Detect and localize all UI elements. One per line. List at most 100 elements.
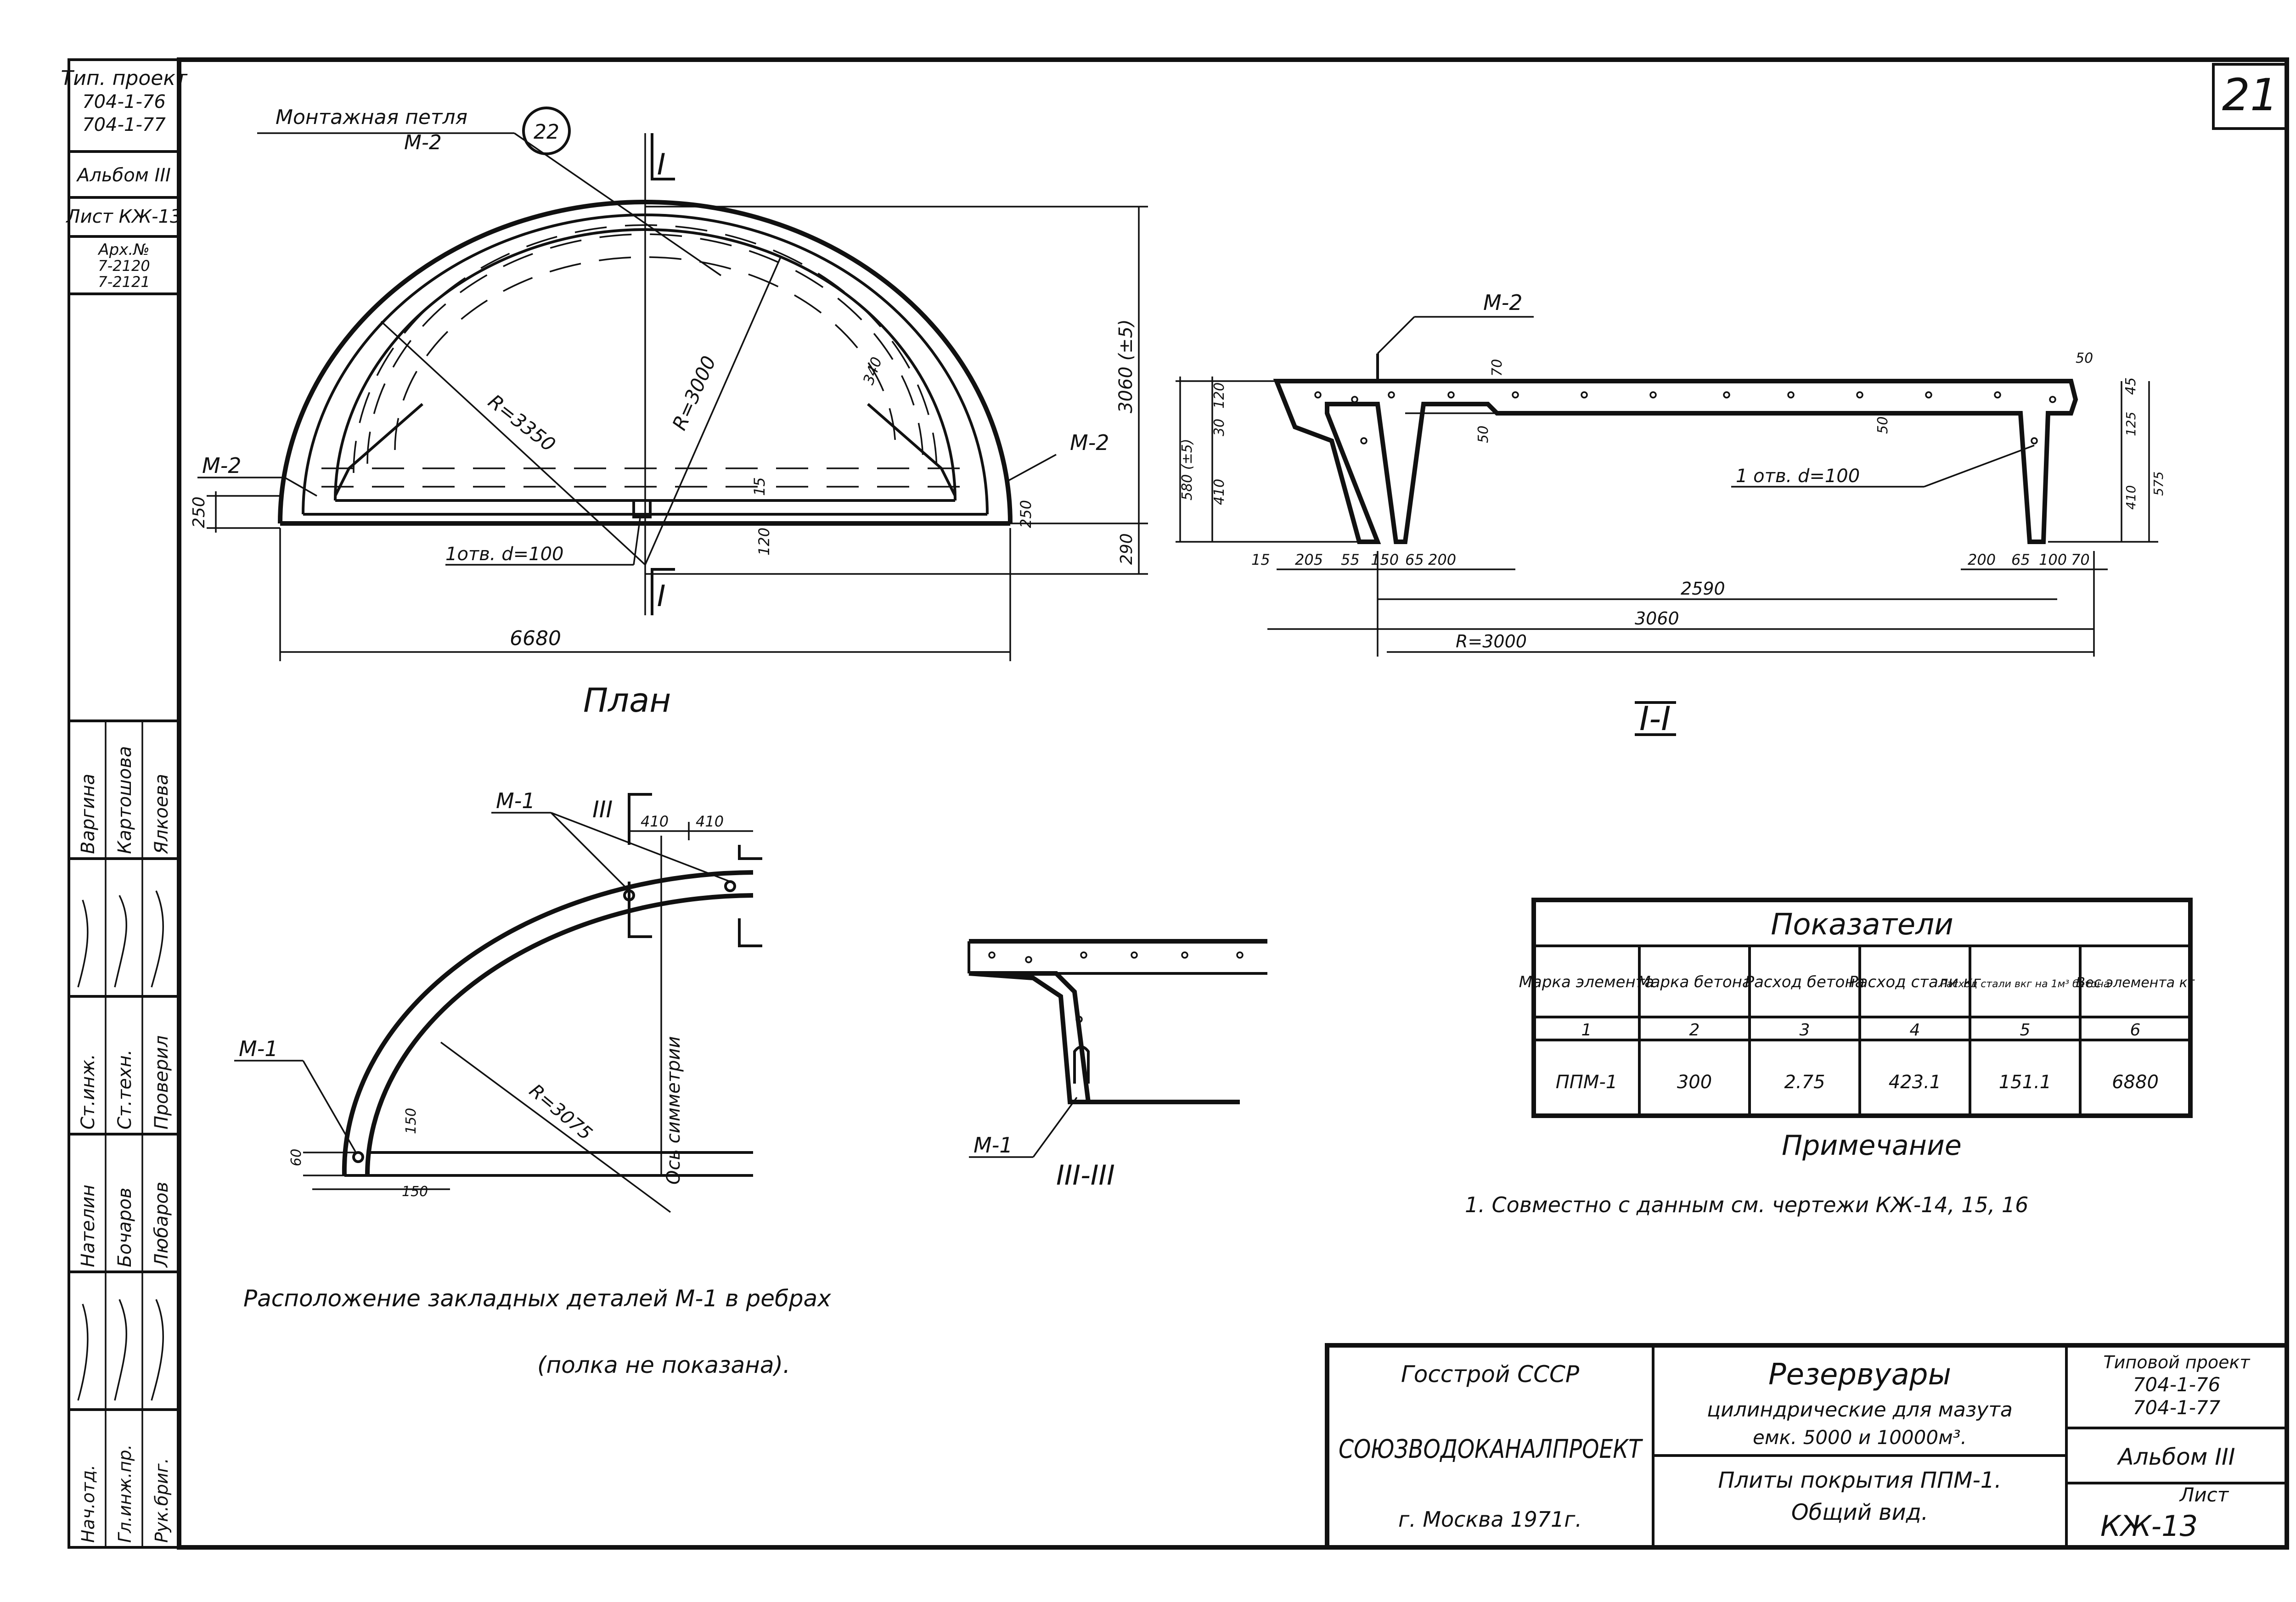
table-title: Показатели bbox=[1771, 908, 1953, 942]
plan-title: План bbox=[583, 681, 671, 719]
sec1-b-55: 55 bbox=[1341, 551, 1360, 568]
sec1-dim-410-right: 410 bbox=[2123, 485, 2138, 510]
plan-dim-width: 6680 bbox=[510, 627, 561, 650]
stamp-arch-1: 7-2120 bbox=[98, 257, 150, 275]
stamp-arch-label: Арх.№ bbox=[97, 241, 149, 259]
pos-gl-inzh: Гл.инж.пр. bbox=[115, 1445, 135, 1543]
indicators-table: Показатели Марка элемента Марка бетона Р… bbox=[1519, 898, 2195, 1118]
plan-dim-120: 120 bbox=[755, 528, 773, 556]
plan-loop-mark: М-2 bbox=[404, 131, 442, 154]
stamp-list: Лист КЖ-13 bbox=[66, 206, 182, 227]
plan-dim-250-right: 250 bbox=[1017, 500, 1035, 528]
pos-st-inzh: Ст.инж. bbox=[78, 1054, 99, 1130]
th-rashod-na-m3: Расход стали вкг на 1м³ бетона bbox=[1941, 978, 2110, 990]
sheet-number: 21 bbox=[2222, 69, 2278, 121]
sec1-dim-70: 70 bbox=[1489, 359, 1505, 377]
plan-view: I I R=3350 R=3000 Монтажная петля М-2 22… bbox=[190, 106, 1148, 719]
ribs-sec-mark: III bbox=[592, 796, 613, 823]
section-1-outline bbox=[1273, 379, 2078, 544]
tn-6: 6 bbox=[2130, 1021, 2141, 1040]
tb-sheet-desc-1: Плиты покрытия ППМ-1. bbox=[1718, 1467, 2001, 1493]
sec1-hole: 1 отв. d=100 bbox=[1736, 466, 1860, 487]
ribs-title-2: (полка не показана). bbox=[537, 1352, 790, 1378]
tb-project-1: Резервуары bbox=[1768, 1358, 1951, 1392]
tb-org1: Госстрой СССР bbox=[1401, 1361, 1580, 1388]
th-marka-betona: Марка бетона bbox=[1637, 973, 1752, 991]
sec1-b-205: 205 bbox=[1295, 551, 1323, 568]
sec1-dim-50-b: 50 bbox=[1875, 416, 1891, 434]
sec1-dim-30: 30 bbox=[1211, 419, 1227, 436]
plan-dim-height: 3060 (±5) bbox=[1115, 319, 1137, 413]
tb-city: г. Москва 1971г. bbox=[1398, 1507, 1582, 1532]
tn-4: 4 bbox=[1910, 1021, 1920, 1040]
sec1-b-150: 150 bbox=[1371, 551, 1399, 568]
ribs-dim-60: 60 bbox=[288, 1149, 304, 1166]
section-1-hatch bbox=[1314, 391, 2056, 444]
sec1-dim-45: 45 bbox=[2123, 377, 2139, 395]
name-bocharov: Бочаров bbox=[114, 1188, 135, 1268]
ribs-title-1: Расположение закладных деталей М-1 в реб… bbox=[243, 1285, 831, 1312]
sec1-dim-575: 575 bbox=[2151, 472, 2166, 496]
plan-sec-bottom: I bbox=[657, 579, 666, 613]
name-natelin: Нателин bbox=[78, 1185, 99, 1267]
tb-list-label: Лист bbox=[2179, 1484, 2229, 1506]
sec1-dim-410-left: 410 bbox=[1211, 479, 1227, 505]
ribs-dim-150b: 150 bbox=[402, 1184, 428, 1200]
tb-project-2: цилиндрические для мазута bbox=[1707, 1398, 2013, 1422]
stamp-album: Альбом III bbox=[76, 165, 171, 186]
sec1-b-65: 65 bbox=[1405, 551, 1424, 568]
sec1-dim-r: R=3000 bbox=[1456, 631, 1527, 652]
sec1-b-200: 200 bbox=[1428, 551, 1456, 568]
tn-2: 2 bbox=[1689, 1021, 1700, 1040]
pos-nach-otd: Нач.отд. bbox=[78, 1465, 98, 1543]
plan-m2-right: М-2 bbox=[1070, 430, 1109, 455]
sec3-m1: М-1 bbox=[974, 1133, 1013, 1158]
sec1-dim-580: 580 (±5) bbox=[1179, 439, 1195, 500]
sec1-b-200r: 200 bbox=[1968, 551, 1996, 568]
ribs-view: Ось симметрии R=3075 М-1 М-1 III 410 410… bbox=[234, 788, 831, 1378]
side-names-block: Варгина Картошова Ялкоева Ст.инж. Ст.тех… bbox=[69, 719, 179, 1547]
sec1-title: I-I bbox=[1639, 699, 1671, 738]
td-steel: 423.1 bbox=[1889, 1072, 1941, 1093]
tb-tip-2: 704-1-77 bbox=[2133, 1396, 2221, 1419]
stamp-proekt-2: 704-1-77 bbox=[82, 114, 166, 135]
sec1-dim-50-top: 50 bbox=[2076, 350, 2093, 366]
tb-album: Альбом III bbox=[2117, 1444, 2235, 1470]
th-ves-elementa: Вес элемента кг bbox=[2076, 975, 2195, 991]
section-3-3: М-1 III-III bbox=[968, 939, 1267, 1192]
name-lyubarov: Любаров bbox=[151, 1182, 172, 1268]
plan-ref-bubble bbox=[522, 107, 571, 155]
plan-dim-250-left: 250 bbox=[190, 496, 208, 528]
ribs-dim-150a: 150 bbox=[403, 1108, 419, 1134]
plan-m2-left: М-2 bbox=[202, 453, 242, 478]
stamp-proekt-1: 704-1-76 bbox=[82, 91, 166, 112]
tb-sheet-desc-2: Общий вид. bbox=[1791, 1500, 1928, 1525]
pos-ruk-brig: Рук.бриг. bbox=[152, 1458, 172, 1543]
left-stamp: Тип. проект 704-1-76 704-1-77 Альбом III… bbox=[61, 67, 188, 295]
sec1-dim-120: 120 bbox=[1211, 382, 1227, 409]
sec1-b-65r: 65 bbox=[2011, 551, 2030, 568]
main-frame bbox=[177, 57, 2289, 1550]
plan-dim-340: 340 bbox=[860, 354, 886, 387]
sec3-embedded-part bbox=[1073, 1046, 1090, 1084]
rib-inner-arc bbox=[365, 893, 754, 1176]
td-steel-per-m3: 151.1 bbox=[1999, 1072, 2052, 1093]
plan-r-inner: R=3000 bbox=[668, 353, 720, 433]
td-weight: 6880 bbox=[2112, 1072, 2159, 1093]
plan-sec-top: I bbox=[657, 148, 666, 182]
sheet-number-box bbox=[2212, 63, 2288, 130]
sec1-b-100r: 100 bbox=[2039, 551, 2067, 568]
pos-st-tehn: Ст.техн. bbox=[114, 1050, 135, 1130]
td-concrete-volume: 2.75 bbox=[1784, 1072, 1825, 1093]
plan-loop-label: Монтажная петля bbox=[276, 106, 467, 129]
th-marka-elementa: Марка элемента bbox=[1519, 973, 1654, 991]
plan-r-outer: R=3350 bbox=[484, 390, 560, 456]
plan-bubble-text: 22 bbox=[534, 120, 559, 144]
plan-dim-15: 15 bbox=[751, 477, 768, 496]
sec1-b-70r: 70 bbox=[2071, 551, 2090, 568]
plan-hole-label: 1отв. d=100 bbox=[445, 544, 563, 565]
pos-proveril: Проверил bbox=[151, 1035, 172, 1130]
rib-outer-arc bbox=[342, 870, 754, 1176]
